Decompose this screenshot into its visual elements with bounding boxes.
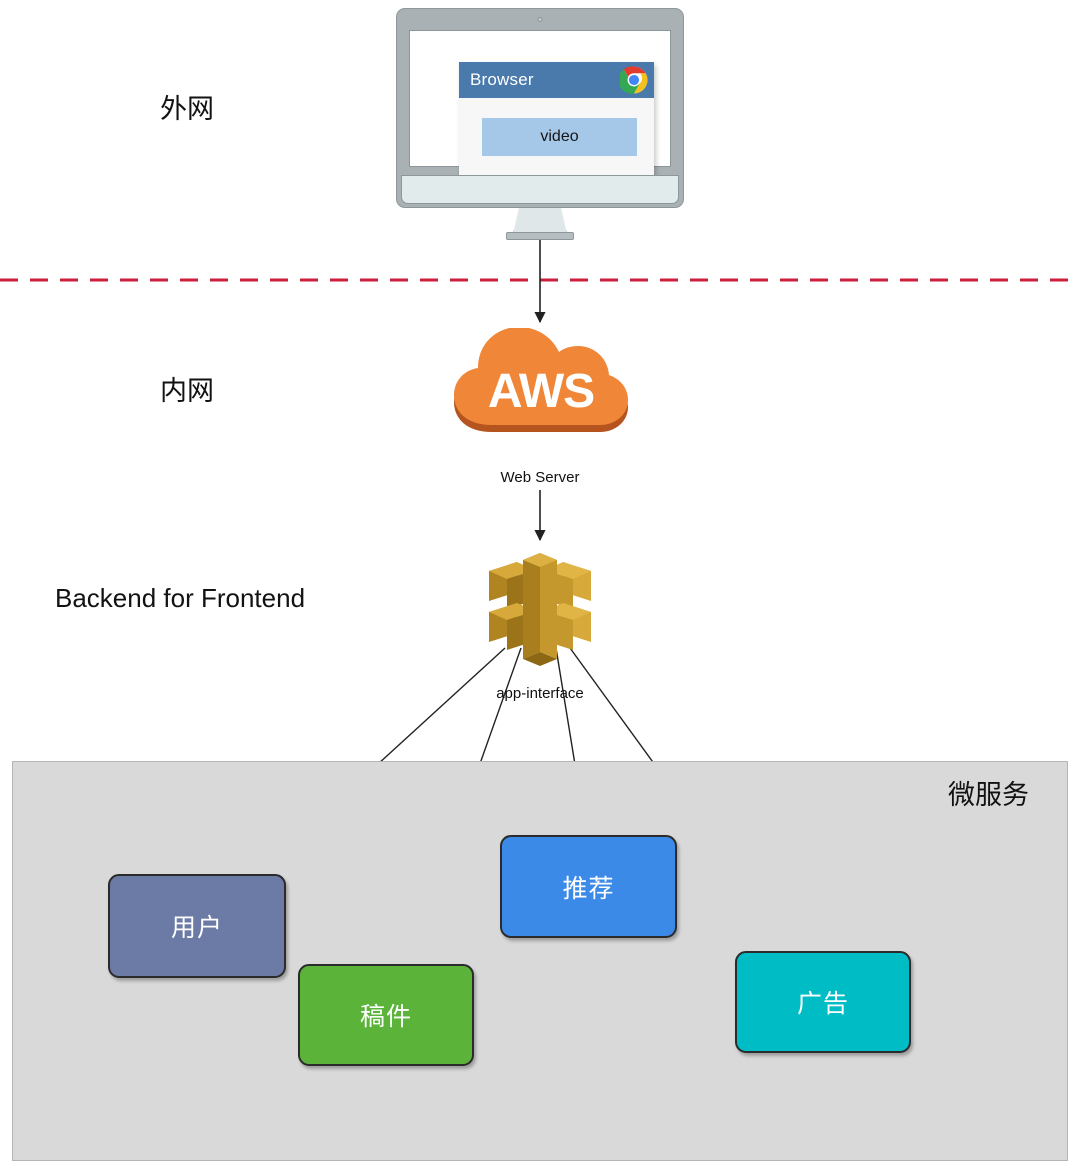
ecs-icon-shape	[489, 553, 591, 666]
video-placeholder: video	[482, 118, 637, 156]
client-monitor: Browser video	[396, 8, 684, 240]
aws-cloud-node: AWS	[452, 327, 630, 438]
service-box-user[interactable]: 用户	[108, 874, 286, 978]
chrome-icon	[620, 66, 648, 94]
service-box-content[interactable]: 稿件	[298, 964, 474, 1066]
monitor-stand-neck	[513, 208, 567, 234]
web-server-edge-label: Web Server	[500, 469, 580, 486]
aws-cloud-shape	[454, 327, 628, 432]
service-box-ad[interactable]: 广告	[735, 951, 911, 1053]
monitor-stand-base	[506, 232, 574, 240]
external-network-label: 外网	[160, 94, 214, 124]
monitor-screen: Browser video	[409, 30, 671, 177]
app-interface-edge-label: app-interface	[496, 685, 584, 702]
webcam-icon	[537, 17, 543, 22]
service-box-recommend[interactable]: 推荐	[500, 835, 677, 938]
backend-for-frontend-label: Backend for Frontend	[55, 583, 306, 613]
aws-ecs-icon	[473, 540, 607, 672]
browser-titlebar: Browser	[459, 62, 654, 98]
microservices-group-label: 微服务	[948, 780, 1029, 810]
browser-title-label: Browser	[470, 70, 534, 89]
monitor-chin	[401, 175, 679, 204]
aws-cloud-label: AWS	[487, 365, 595, 418]
internal-network-label: 内网	[160, 376, 214, 406]
browser-window: Browser video	[459, 62, 654, 177]
